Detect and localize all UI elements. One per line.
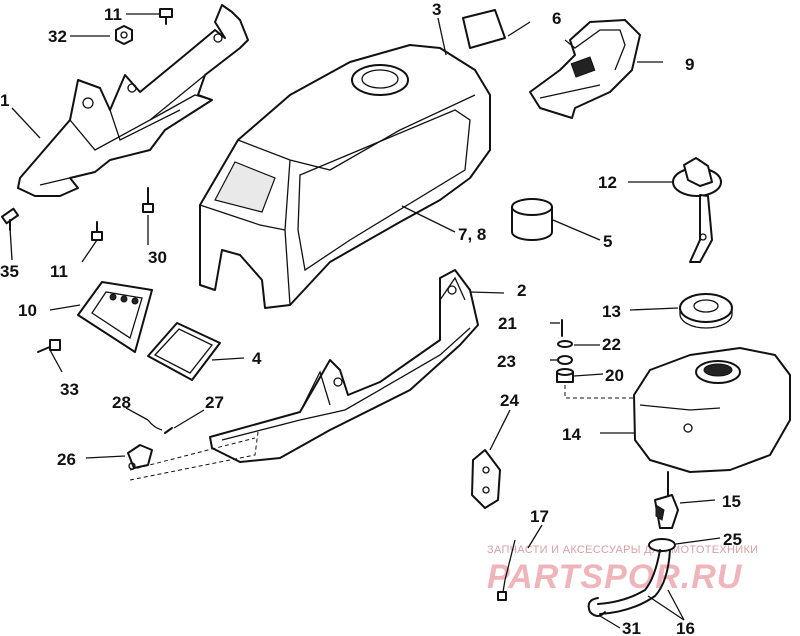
label-10: 10 <box>18 301 37 320</box>
part-labels: 1 32 11 30 35 11 3 6 9 12 5 7, 8 2 13 10… <box>0 0 742 636</box>
label-21: 21 <box>498 314 517 333</box>
label-3: 3 <box>432 0 441 19</box>
watermark-caption: ЗАПЧАСТИ И АКСЕССУАРЫ ДЛЯ МОТОТЕХНИКИ <box>487 544 758 556</box>
part-17-tie-strap[interactable] <box>497 539 516 601</box>
part-11-screw-top[interactable] <box>159 8 173 25</box>
part-14-fuel-tank[interactable] <box>633 347 791 473</box>
part-24-clip[interactable] <box>471 449 501 509</box>
part-28-spring[interactable] <box>147 419 163 431</box>
label-32: 32 <box>48 27 67 46</box>
part-6-decal[interactable] <box>462 9 506 49</box>
part-12-fuel-cap[interactable] <box>672 157 722 263</box>
part-13-gasket[interactable] <box>679 293 733 329</box>
label-11-top: 11 <box>104 5 122 24</box>
part-10-grille[interactable] <box>77 281 153 353</box>
part-27-pin[interactable] <box>164 427 173 434</box>
part-22-washer[interactable] <box>557 340 573 348</box>
part-3-motor-cover[interactable] <box>199 44 491 309</box>
part-25-clamp[interactable] <box>648 538 676 552</box>
part-32-nut[interactable] <box>115 25 133 45</box>
part-11-screw-lower[interactable] <box>91 221 103 241</box>
label-26: 26 <box>57 450 76 469</box>
label-25: 25 <box>723 530 742 549</box>
label-23: 23 <box>497 352 516 371</box>
part-15-valve[interactable] <box>654 471 679 529</box>
label-11-lower: 11 <box>50 262 68 281</box>
label-28: 28 <box>112 393 131 412</box>
part-31-hose-clip[interactable] <box>587 597 606 617</box>
label-24: 24 <box>500 391 519 410</box>
label-31: 31 <box>622 619 641 636</box>
label-30: 30 <box>148 248 167 267</box>
label-13: 13 <box>602 302 621 321</box>
label-35: 35 <box>0 262 19 281</box>
part-33-screw[interactable] <box>37 339 61 353</box>
part-20-grommet[interactable] <box>556 368 574 383</box>
label-12: 12 <box>598 173 617 192</box>
label-6: 6 <box>552 9 561 28</box>
label-15: 15 <box>722 492 741 511</box>
label-16: 16 <box>676 619 695 636</box>
part-16-hose[interactable] <box>597 549 671 615</box>
part-35-screw[interactable] <box>0 207 20 231</box>
watermark-brand: PARTSPOR.RU <box>487 558 743 596</box>
part-30-bolt[interactable] <box>142 187 154 213</box>
part-26-latch[interactable] <box>127 444 153 470</box>
part-23-washer[interactable] <box>557 355 573 365</box>
label-14: 14 <box>562 425 581 444</box>
leader-lines <box>9 13 721 629</box>
label-5: 5 <box>603 232 612 251</box>
label-20: 20 <box>605 366 624 385</box>
label-7-8: 7, 8 <box>458 225 486 244</box>
label-33: 33 <box>60 380 79 399</box>
watermark: ЗАПЧАСТИ И АКСЕССУАРЫ ДЛЯ МОТОТЕХНИКИ PA… <box>487 544 758 596</box>
part-9-handle[interactable] <box>529 19 641 119</box>
label-17: 17 <box>530 507 549 526</box>
label-22: 22 <box>602 335 621 354</box>
part-5-filter[interactable] <box>511 198 553 241</box>
part-2-lower-cover[interactable] <box>209 269 479 463</box>
label-4: 4 <box>252 349 262 368</box>
label-9: 9 <box>685 55 694 74</box>
part-4-seal[interactable] <box>147 322 221 381</box>
label-27: 27 <box>205 393 224 412</box>
leader-dashed-26 <box>129 431 259 481</box>
label-2: 2 <box>517 281 526 300</box>
label-1: 1 <box>0 91 9 110</box>
part-1-bracket[interactable] <box>17 4 249 197</box>
